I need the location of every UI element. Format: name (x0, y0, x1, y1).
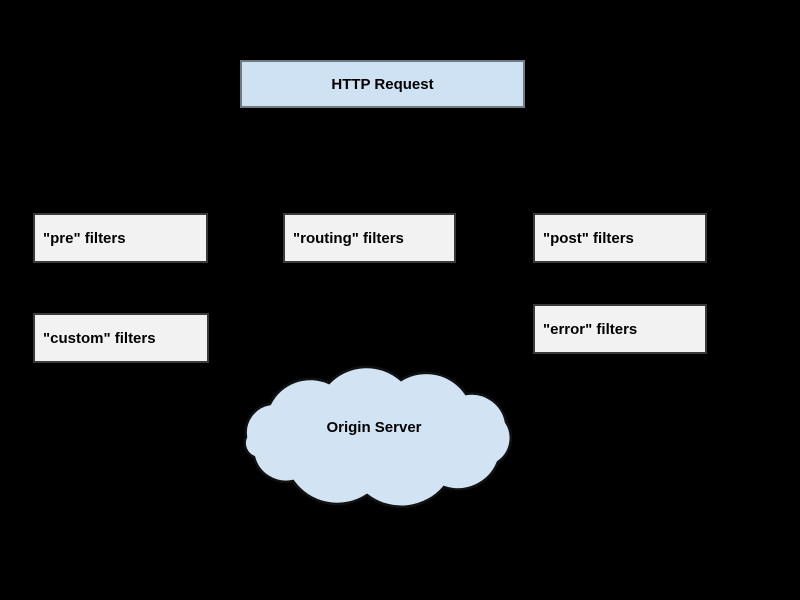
origin-server-cloud (243, 365, 513, 508)
routing-filters-label: "routing" filters (293, 229, 404, 247)
custom-filters-label: "custom" filters (43, 329, 156, 347)
pre-filters-box: "pre" filters (33, 213, 208, 263)
http-request-box: HTTP Request (240, 60, 525, 108)
http-request-label: HTTP Request (331, 75, 434, 93)
post-filters-box: "post" filters (533, 213, 707, 263)
cloud-shape-icon (243, 365, 513, 508)
routing-filters-box: "routing" filters (283, 213, 456, 263)
post-filters-label: "post" filters (543, 229, 634, 247)
error-filters-box: "error" filters (533, 304, 707, 354)
custom-filters-box: "custom" filters (33, 313, 209, 363)
origin-server-label: Origin Server (326, 419, 422, 436)
pre-filters-label: "pre" filters (43, 229, 126, 247)
error-filters-label: "error" filters (543, 320, 638, 338)
